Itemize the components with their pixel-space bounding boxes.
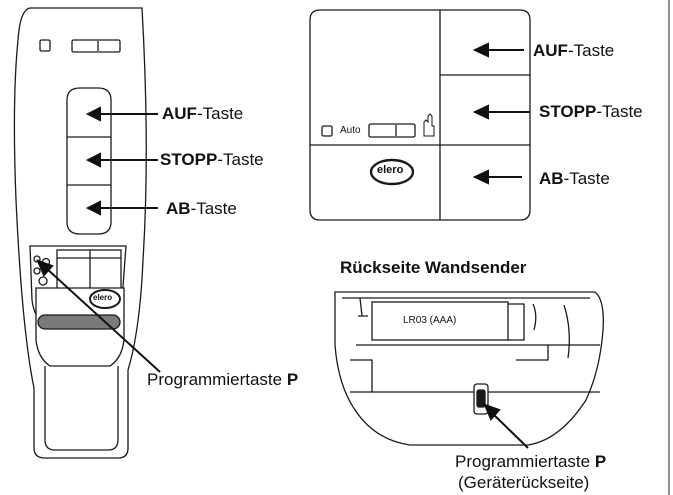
- back-prog-label: Programmiertaste P: [455, 452, 607, 471]
- handheld-down-label: AB-Taste: [166, 199, 237, 218]
- auto-slider: [71, 39, 121, 53]
- handheld-up-label: AUF-Taste: [162, 104, 244, 123]
- brand-logo-wall: [369, 158, 415, 186]
- back-arrow: [483, 403, 529, 449]
- back-title: Rückseite Wandsender: [340, 258, 527, 277]
- wall-transmitter: [309, 9, 531, 221]
- wall-down-label: AB-Taste: [539, 169, 610, 188]
- label-slot: [37, 314, 121, 330]
- wall-transmitter-back: [334, 291, 604, 446]
- wall-arrows: [472, 42, 530, 185]
- battery-label: LR03 (AAA): [403, 315, 457, 326]
- wall-stop-label: STOPP-Taste: [539, 102, 643, 121]
- battery-slot: [371, 301, 509, 341]
- handheld-arrows: [36, 106, 161, 373]
- handheld-prog-label: Programmiertaste P: [147, 370, 299, 389]
- brand-wordmark-wall: elero: [377, 164, 404, 176]
- back-prog-sub-label: (Geräterückseite): [458, 473, 590, 492]
- handheld-stop-label: STOPP-Taste: [160, 150, 264, 169]
- handheld-remote: [13, 7, 147, 459]
- brand-logo-remote: [89, 289, 121, 309]
- led-indicator: [39, 39, 51, 52]
- wall-auto-label: Auto: [340, 125, 361, 136]
- brand-wordmark-remote: elero: [93, 293, 113, 302]
- wall-up-label: AUF-Taste: [533, 41, 615, 60]
